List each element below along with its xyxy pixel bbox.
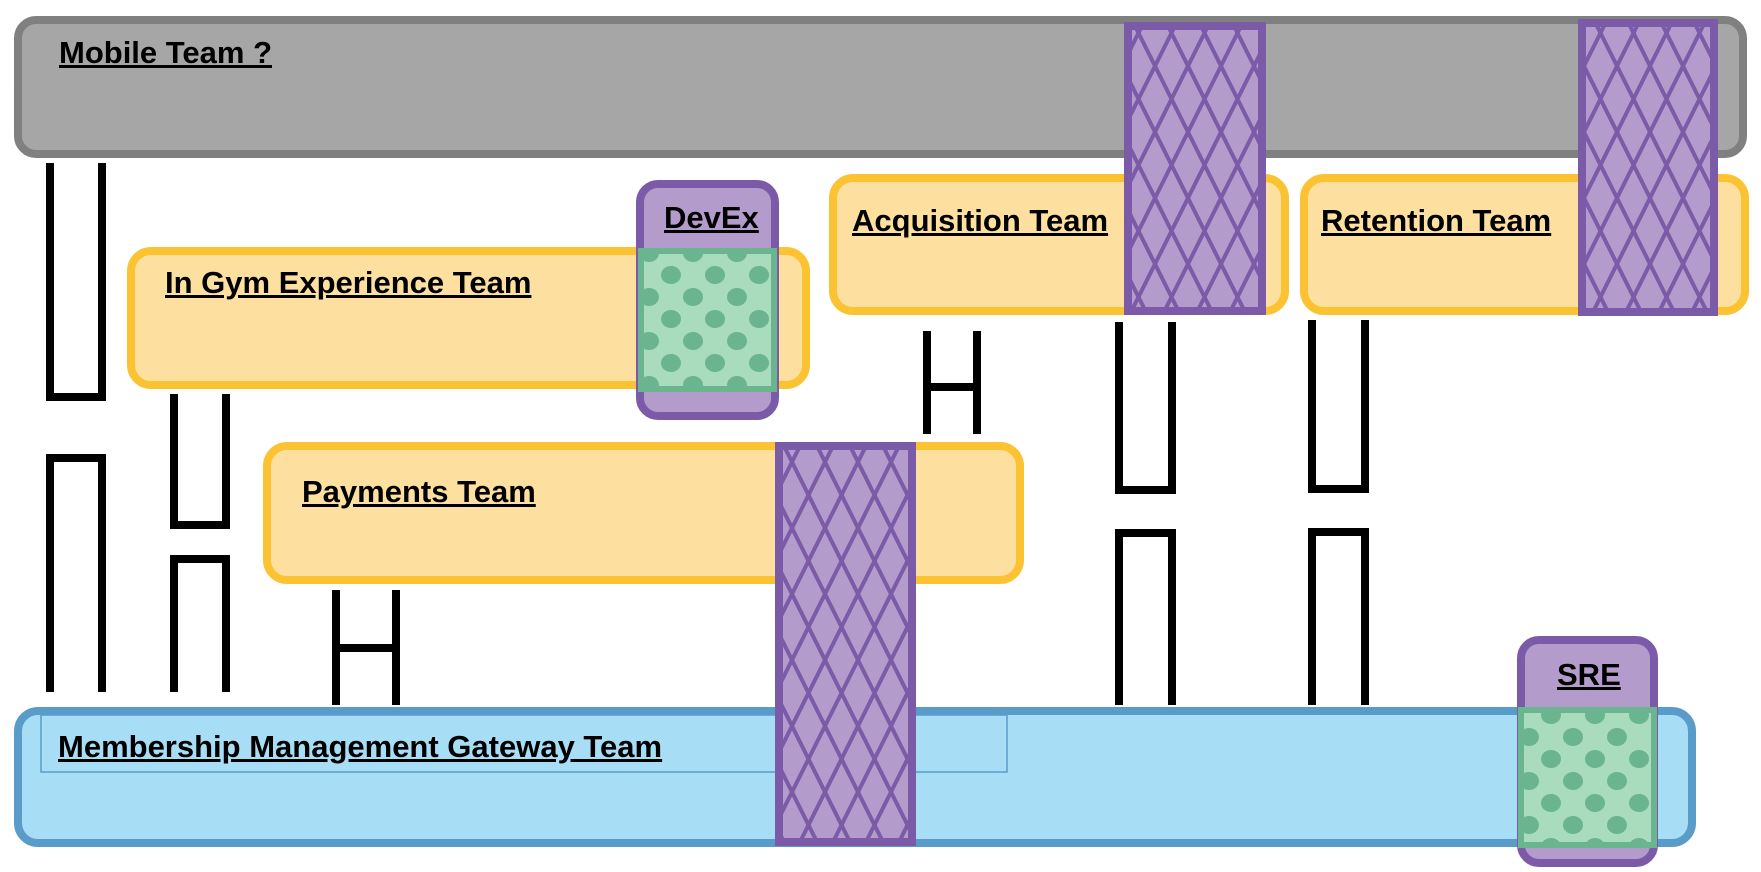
acquisition-team-label: Acquisition Team [852,203,1109,238]
interaction-lines [46,163,1369,705]
complicated-subsystem-payments [775,442,916,846]
mobile-team-box [14,16,1747,158]
collab-line-ret-top [1308,320,1369,493]
collab-line-mobile-left-bottom [46,454,106,692]
devex-label: DevEx [664,200,759,235]
sre-facilitating-area [1518,707,1657,848]
sre-label: SRE [1557,657,1621,692]
membership-team-label: Membership Management Gateway Team [58,729,663,764]
collab-line-ingym-bottom [170,555,230,692]
complicated-subsystem-retention [1578,19,1718,316]
devex-facilitating-area [638,248,777,392]
collab-line-ret-bottom [1308,528,1369,705]
in-gym-team-label: In Gym Experience Team [165,265,532,300]
retention-team-label: Retention Team [1321,203,1552,238]
payments-team-label: Payments Team [302,474,536,509]
collab-line-ingym-top [170,394,230,529]
collab-line-acq-top [1115,322,1176,494]
complicated-subsystem-acquisition [1124,22,1266,315]
collab-line-mobile-left-top [46,163,106,401]
collab-line-acq-bottom [1115,529,1176,705]
membership-title-frame [40,714,1008,773]
mobile-team-label: Mobile Team ? [59,35,273,70]
